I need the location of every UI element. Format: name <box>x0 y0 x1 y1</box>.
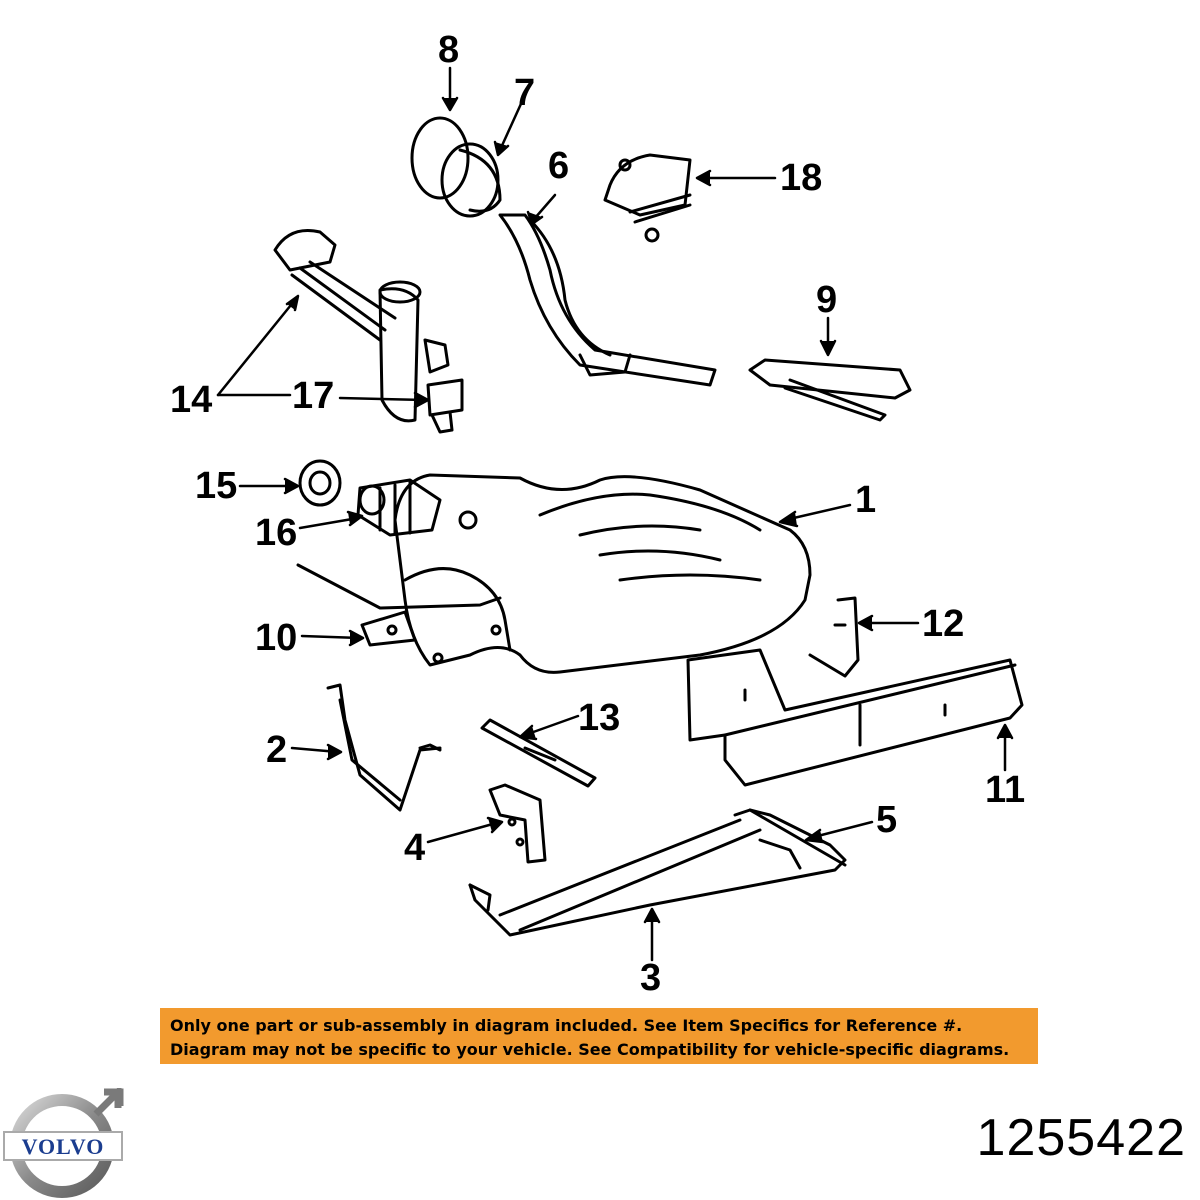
filler-hose-drawing <box>410 116 717 387</box>
disclaimer-line-1: Only one part or sub-assembly in diagram… <box>170 1016 963 1035</box>
callout-14: 14 <box>170 379 212 421</box>
volvo-logo: VOLVO <box>3 1088 124 1198</box>
callout-9: 9 <box>816 279 837 321</box>
tank-shield-drawing <box>686 648 1024 787</box>
diagram-disclaimer-banner: Only one part or sub-assembly in diagram… <box>160 1008 1038 1064</box>
callout-2: 2 <box>266 729 287 771</box>
tank-strap-drawing <box>326 683 442 812</box>
insulator-pad-drawing <box>480 718 597 788</box>
part-number: 1255422 <box>976 1109 1186 1167</box>
bracket-10-drawing <box>296 563 502 647</box>
bracket-12-drawing <box>808 596 860 678</box>
heat-shield-drawing <box>748 358 912 422</box>
crossmember-drawing <box>468 808 847 937</box>
callout-11: 11 <box>985 769 1025 811</box>
volvo-logo-text: VOLVO <box>22 1134 105 1159</box>
callout-3: 3 <box>640 957 661 999</box>
callout-16: 16 <box>255 512 297 554</box>
vapor-canister-drawing <box>603 153 692 243</box>
exploded-parts-diagram: 8 7 6 18 9 14 17 15 1 16 10 12 13 2 11 5… <box>170 29 1025 999</box>
callout-10: 10 <box>255 617 297 659</box>
callout-1: 1 <box>855 479 876 521</box>
bracket-4-drawing <box>488 783 547 864</box>
callout-6: 6 <box>548 145 569 187</box>
fuel-tank-drawing <box>393 473 812 674</box>
callout-4: 4 <box>404 827 425 869</box>
callout-12: 12 <box>922 603 964 645</box>
callout-17: 17 <box>292 375 334 417</box>
callout-5: 5 <box>876 799 897 841</box>
callout-18: 18 <box>780 157 822 199</box>
leader-lines <box>216 66 1014 962</box>
callout-13: 13 <box>578 697 620 739</box>
callout-7: 7 <box>514 72 535 114</box>
callout-labels: 8 7 6 18 9 14 17 15 1 16 10 12 13 2 11 5… <box>170 29 1025 999</box>
callout-8: 8 <box>438 29 459 71</box>
disclaimer-line-2: Diagram may not be specific to your vehi… <box>170 1040 1010 1059</box>
fuel-pump-drawing <box>273 229 464 434</box>
callout-15: 15 <box>195 465 237 507</box>
